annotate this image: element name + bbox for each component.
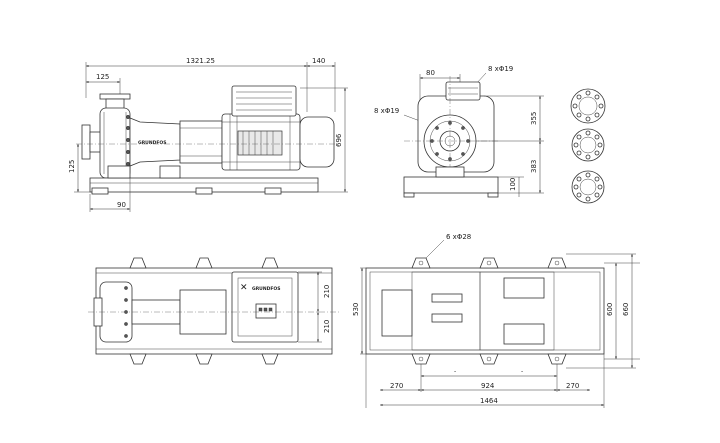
- dim-height-label: 696: [335, 133, 343, 147]
- svg-text:-: -: [521, 368, 523, 375]
- svg-text:-: -: [454, 368, 456, 375]
- dim-100-label: 100: [509, 178, 517, 191]
- note-base-holes: 6 xΦ28: [446, 233, 471, 241]
- top-box-label: GRUNDFOS: [252, 286, 280, 292]
- side-view: 80 8 xΦ19 8 xΦ19 355: [374, 65, 544, 198]
- coupling-guard: [179, 120, 223, 164]
- flange-detail-2: [571, 128, 605, 162]
- dim-80-label: 80: [426, 69, 435, 77]
- dim-top-lower-label: 210: [323, 320, 331, 333]
- front-view: 1321.25 140 125 GRUNDFOS: [68, 57, 348, 212]
- motor-terminal-box: [231, 85, 297, 117]
- flange-detail-1: [570, 88, 606, 124]
- note-left-holes: 8 xΦ19: [374, 107, 399, 115]
- top-brand-mark-icon: ✕: [240, 283, 248, 293]
- base-plan: 6 xΦ28 530: [352, 233, 640, 408]
- suction-flange: [81, 124, 91, 160]
- dim-left-label: 270: [390, 382, 403, 390]
- motor-fan-cover: [299, 116, 335, 168]
- dim-660-label: 660: [622, 303, 630, 316]
- dim-base-left-label: 90: [117, 201, 126, 209]
- dim-flange-label: 125: [96, 73, 109, 81]
- pump-label: GRUNDFOS: [138, 140, 166, 146]
- dim-right-label2: 270: [566, 382, 579, 390]
- note-top-holes: 8 xΦ19: [488, 65, 513, 73]
- dim-530-label: 530: [352, 303, 360, 316]
- top-view: GRUNDFOS ✕ 210 210: [88, 257, 340, 365]
- motor-control-panel: [237, 130, 283, 156]
- side-base: [403, 176, 499, 194]
- dim-right-label: 140: [312, 57, 325, 65]
- dim-600-label: 600: [606, 303, 614, 316]
- flange-details: [570, 88, 606, 204]
- discharge-flange: [99, 93, 131, 100]
- dim-mid-label: 924: [481, 382, 495, 390]
- dim-355-label: 355: [530, 112, 538, 125]
- flange-detail-3: [571, 170, 605, 204]
- dim-top-upper-label: 210: [323, 285, 331, 298]
- dim-shaft-height-label: 125: [68, 160, 76, 173]
- dim-total-label: 1464: [480, 397, 498, 405]
- dim-overall-label: 1321.25: [186, 57, 215, 65]
- dim-383-label: 383: [530, 160, 538, 173]
